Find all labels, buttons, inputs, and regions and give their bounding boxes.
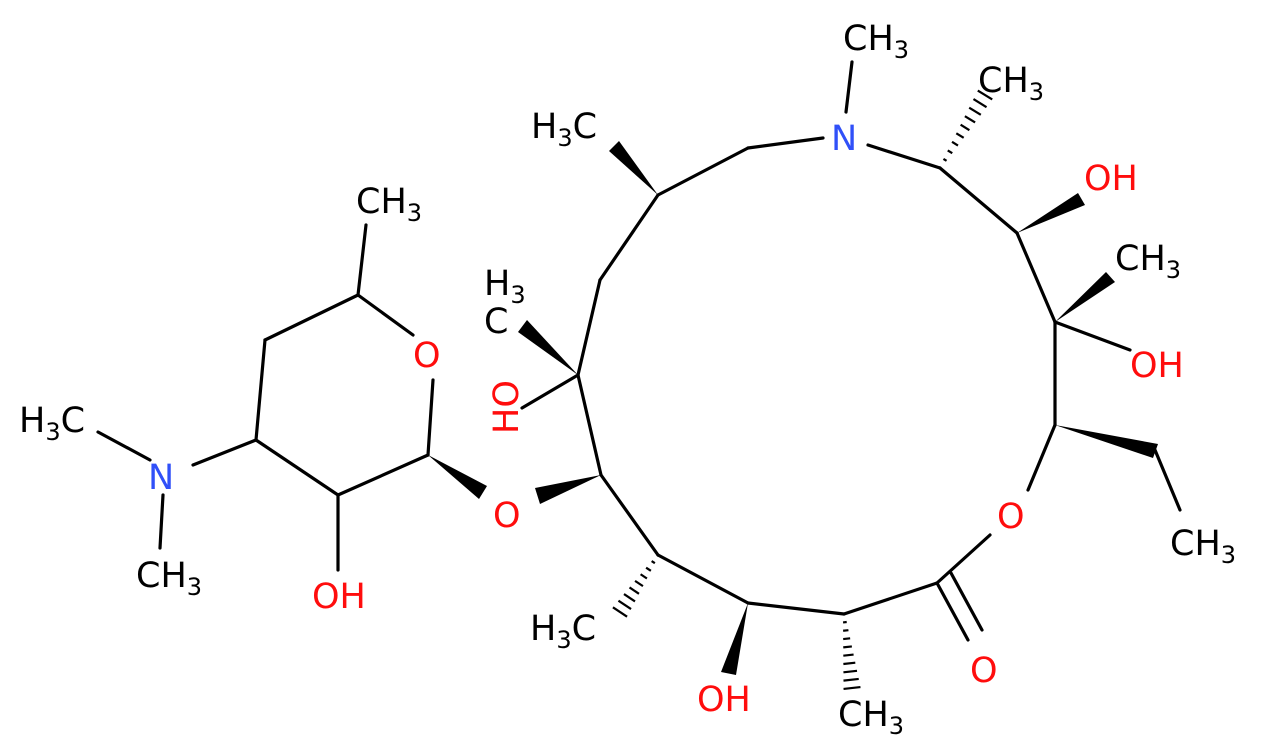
bond-right-oh	[1053, 320, 1132, 352]
hash-lower-left-methyl	[612, 560, 656, 618]
hash-bottom-methyl-stroke	[843, 653, 854, 657]
c-left-methyl-label: C	[484, 302, 508, 342]
bond-ring-i	[842, 581, 939, 616]
hash-lower-left-methyl-stroke	[623, 593, 636, 603]
bond-carbonyl-1	[935, 581, 970, 642]
wedge-bonds	[428, 141, 1158, 675]
methyl-bottom-label: CH3	[838, 695, 904, 740]
hash-top-right-methyl-stroke	[968, 106, 982, 116]
hash-bottom-methyl-stroke	[843, 677, 859, 682]
atom-labels: N CH3 CH3 H3C OH CH3 OH CH3 H3 C O HO H3…	[19, 19, 1236, 740]
bond-n-me-upper	[96, 430, 152, 462]
hash-top-right-methyl-stroke	[960, 123, 970, 132]
wedge-bottom-oh	[721, 603, 748, 675]
hash-top-right-methyl-stroke	[964, 115, 976, 124]
wedge-sugar-anomeric	[428, 455, 487, 499]
hydroxyl-upper-right-label: OH	[1084, 159, 1138, 199]
hash-bottom-methyl-stroke	[843, 685, 861, 691]
bond-n-methyl	[844, 60, 854, 114]
hash-bottom-methyl-stroke	[843, 669, 858, 674]
bond-ring-k	[656, 553, 750, 605]
hash-lower-left-methyl-stroke	[634, 579, 644, 588]
carbonyl-oxygen-label: O	[970, 651, 998, 691]
hash-lower-left-methyl-stroke	[651, 560, 656, 565]
hash-bottom-methyl-stroke	[843, 637, 851, 641]
sugar-ring-oxygen-label: O	[413, 336, 441, 376]
hash-top-right-methyl-stroke	[951, 140, 959, 147]
hash-lower-left-methyl-stroke	[612, 606, 628, 618]
bond-sugar-n	[191, 438, 258, 467]
hash-top-right-methyl-stroke	[942, 157, 948, 162]
bond-ring-a	[656, 146, 750, 197]
wedge-left-methyl	[518, 320, 578, 375]
methyl-upper-left-label: H3C	[531, 107, 597, 152]
hash-bottom-methyl	[842, 620, 861, 691]
sugar-hydroxyl-label: OH	[312, 577, 366, 617]
hash-lower-left-methyl-stroke	[639, 573, 648, 580]
bond-ring-b	[746, 136, 825, 150]
hydroxyl-left-ring-label: HO	[487, 380, 527, 434]
bond-carbonyl-2	[949, 571, 984, 632]
bond-left-oh	[520, 373, 580, 410]
hashed-bonds	[612, 89, 993, 691]
bond-sugar-c	[263, 293, 360, 342]
bond-ethyl	[1153, 448, 1182, 512]
bonds	[96, 60, 1182, 642]
bond-ring-j	[746, 601, 846, 616]
hydroxyl-bottom-label: OH	[697, 680, 751, 720]
hash-top-right-methyl-stroke	[972, 98, 988, 109]
bond-ring-e	[1015, 231, 1057, 324]
wedge-upper-left-methyl	[609, 141, 658, 195]
ethyl-methyl-label: CH3	[1170, 524, 1236, 569]
bond-ring-g	[1026, 423, 1057, 492]
bond-ring-c	[866, 143, 942, 170]
dimethylamino-nitrogen-label: N	[148, 458, 174, 498]
h3-left-methyl-label: H3	[484, 264, 526, 309]
methyl-sugar-top-label: CH3	[356, 182, 422, 227]
hash-top-right-methyl-stroke	[955, 132, 965, 139]
hash-lower-left-methyl-stroke	[628, 586, 640, 595]
wedge-glycosidic	[535, 475, 601, 504]
dimethylamino-ch3-label: CH3	[136, 556, 202, 601]
bond-ring-o	[598, 193, 660, 282]
methyl-lower-left-label: H3C	[530, 609, 596, 654]
bond-n-me-lower	[158, 493, 165, 550]
bond-ring-d	[938, 166, 1019, 235]
hash-top-right-methyl-stroke	[947, 149, 953, 155]
bond-sugar-a	[426, 378, 435, 457]
hash-bottom-methyl-stroke	[843, 645, 852, 649]
bond-sugar-d	[254, 338, 267, 442]
bond-sugar-e	[254, 438, 340, 497]
glycosidic-oxygen-label: O	[493, 496, 521, 536]
bond-ring-m	[576, 373, 603, 477]
bond-sugar-b	[356, 293, 415, 337]
hash-lower-left-methyl-stroke	[645, 566, 652, 572]
hash-bottom-methyl-stroke	[843, 661, 856, 666]
dimethylamino-h3c-label: H3C	[19, 401, 85, 446]
hash-bottom-methyl-stroke	[843, 629, 849, 632]
methyl-right-label: CH3	[1115, 239, 1181, 284]
n-methyl-top-label: CH3	[843, 19, 909, 64]
bond-ring-n	[576, 278, 602, 377]
lactone-ring-oxygen-label: O	[997, 497, 1025, 537]
hash-top-right-methyl	[942, 89, 993, 162]
bond-sugar-methyl	[356, 223, 368, 297]
hash-lower-left-methyl-stroke	[617, 599, 632, 610]
wedge-right-methyl	[1055, 272, 1115, 322]
wedge-upper-right-oh	[1017, 193, 1085, 233]
bond-ring-h	[935, 533, 992, 585]
methyl-top-right-label: CH3	[978, 61, 1044, 106]
ring-nitrogen-label: N	[831, 119, 857, 159]
bond-ring-l	[599, 473, 660, 557]
hydroxyl-right-label: OH	[1130, 346, 1184, 386]
wedge-ethyl	[1055, 425, 1158, 458]
hash-top-right-methyl-stroke	[977, 89, 993, 101]
bond-sugar-f	[336, 453, 430, 497]
